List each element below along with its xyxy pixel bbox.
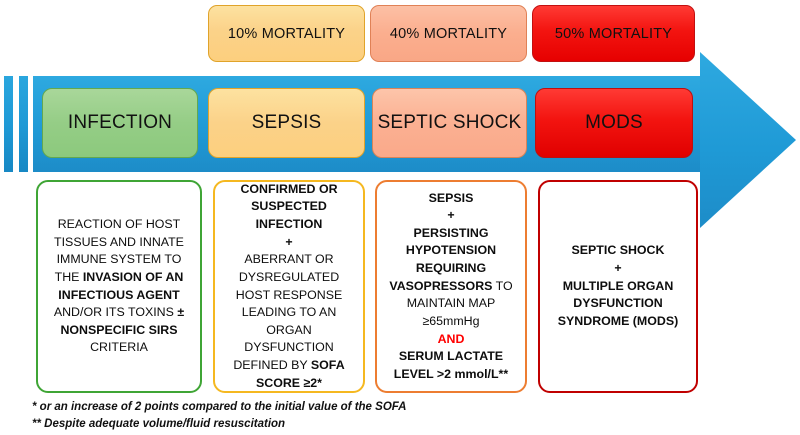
stage-label: INFECTION [67,112,173,133]
mortality-badge-label: 10% MORTALITY [227,25,346,42]
description-card-septic-shock: SEPSIS+PERSISTING HYPOTENSION REQUIRING … [375,180,527,393]
description-card-infection: REACTION OF HOST TISSUES AND INNATE IMMU… [36,180,202,393]
stage-infection[interactable]: INFECTION [42,88,198,158]
stage-mods[interactable]: MODS [535,88,693,158]
description-text: SEPTIC SHOCK+MULTIPLE ORGAN DYSFUNCTION … [557,243,679,328]
mortality-badge-label: 50% MORTALITY [554,25,673,42]
footnote-line: ** Despite adequate volume/fluid resusci… [32,417,286,430]
arrow-head-icon [700,52,796,228]
description-text: CONFIRMED OR SUSPECTED INFECTION+ABERRAN… [233,181,345,390]
mortality-badge-label: 40% MORTALITY [389,25,508,42]
description-card-sepsis: CONFIRMED OR SUSPECTED INFECTION+ABERRAN… [213,180,365,393]
description-text: REACTION OF HOST TISSUES AND INNATE IMMU… [53,217,185,355]
description-card-mods: SEPTIC SHOCK+MULTIPLE ORGAN DYSFUNCTION … [538,180,698,393]
arrow-tail-bar-1 [4,76,13,172]
stage-septic-shock[interactable]: SEPTIC SHOCK [372,88,527,158]
stage-label: SEPTIC SHOCK [377,112,522,133]
description-text: SEPSIS+PERSISTING HYPOTENSION REQUIRING … [389,190,513,381]
stage-label: SEPSIS [251,112,322,133]
stage-sepsis[interactable]: SEPSIS [208,88,365,158]
mortality-badge-sepsis: 40% MORTALITY [370,5,527,62]
arrow-tail-bar-2 [19,76,28,172]
stage-label: MODS [585,112,643,133]
footnote-line: * or an increase of 2 points compared to… [32,401,407,413]
mortality-badge-septic-shock: 50% MORTALITY [532,5,695,62]
mortality-badge-infection: 10% MORTALITY [208,5,365,62]
footnotes: * or an increase of 2 points compared to… [32,399,406,432]
